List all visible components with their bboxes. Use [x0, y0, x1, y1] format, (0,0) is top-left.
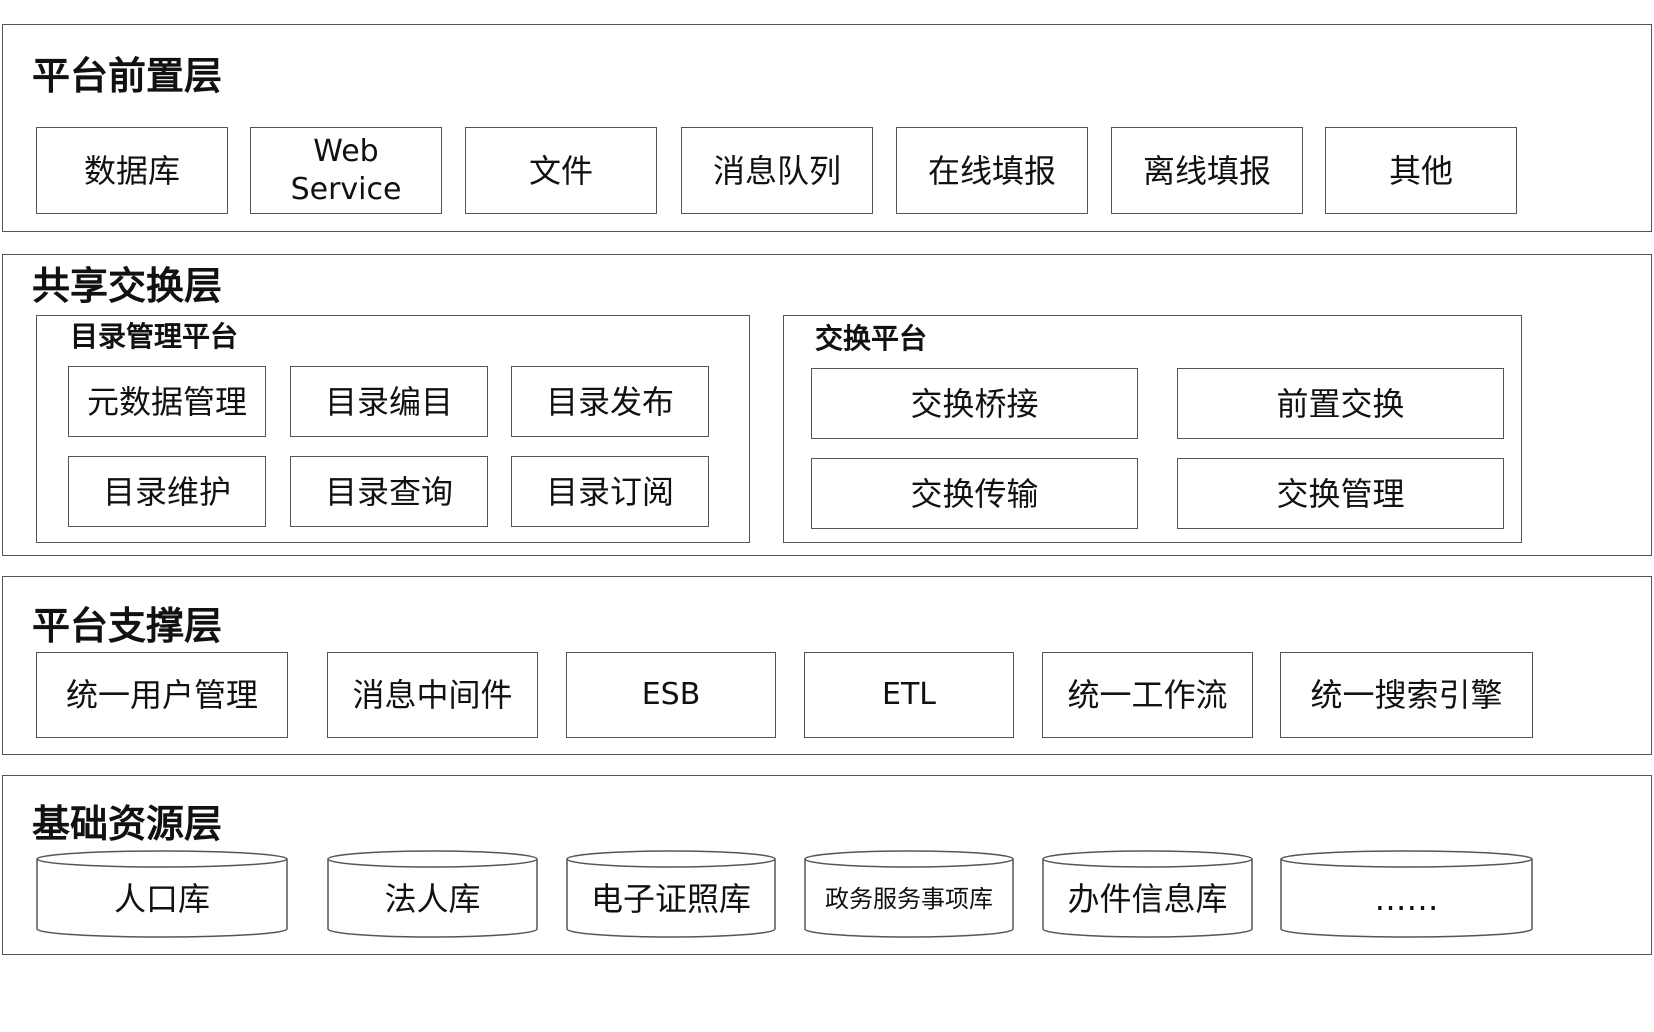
resource-db-legal-person-label: 法人库	[384, 880, 481, 918]
support-item-etl: ETL	[804, 652, 1014, 738]
database-cylinder-icon	[1280, 850, 1533, 938]
database-cylinder-icon	[1042, 850, 1253, 938]
front-item-offline-report: 离线填报	[1111, 127, 1303, 214]
front-item-message-queue: 消息队列	[681, 127, 873, 214]
database-cylinder-icon	[327, 850, 538, 938]
catalog-item-metadata: 元数据管理	[68, 366, 266, 437]
catalog-item-cataloging: 目录编目	[290, 366, 488, 437]
support-item-user-mgmt: 统一用户管理	[36, 652, 288, 738]
resource-db-service-items-label: 政务服务事项库	[825, 885, 993, 913]
support-item-workflow: 统一工作流	[1042, 652, 1253, 738]
front-layer-title: 平台前置层	[32, 54, 223, 98]
front-item-file: 文件	[465, 127, 657, 214]
swap-item-bridge: 交换桥接	[811, 368, 1138, 439]
resource-layer-title: 基础资源层	[32, 802, 223, 846]
catalog-item-maintain: 目录维护	[68, 456, 266, 527]
catalog-item-query: 目录查询	[290, 456, 488, 527]
database-cylinder-icon	[804, 850, 1014, 938]
resource-db-e-license-label: 电子证照库	[590, 880, 751, 918]
resource-db-legal-person: 法人库	[327, 850, 538, 938]
swap-item-manage: 交换管理	[1177, 458, 1504, 529]
resource-db-case-info-label: 办件信息库	[1067, 880, 1228, 918]
catalog-item-publish: 目录发布	[511, 366, 709, 437]
resource-db-more-label: ……	[1374, 880, 1439, 918]
resource-db-e-license: 电子证照库	[566, 850, 776, 938]
resource-db-population: 人口库	[36, 850, 288, 938]
database-cylinder-icon	[36, 850, 288, 938]
front-item-database: 数据库	[36, 127, 228, 214]
support-item-esb: ESB	[566, 652, 776, 738]
catalog-item-subscribe: 目录订阅	[511, 456, 709, 527]
support-item-middleware: 消息中间件	[327, 652, 538, 738]
exchange-layer-title: 共享交换层	[32, 264, 223, 308]
front-item-web-service-label: Web Service	[290, 133, 402, 207]
support-layer-title: 平台支撑层	[32, 604, 223, 648]
support-item-search-engine: 统一搜索引擎	[1280, 652, 1533, 738]
resource-db-case-info: 办件信息库	[1042, 850, 1253, 938]
resource-db-population-label: 人口库	[113, 880, 210, 918]
swap-item-transfer: 交换传输	[811, 458, 1138, 529]
swap-item-front-exchange: 前置交换	[1177, 368, 1504, 439]
resource-db-service-items: 政务服务事项库	[804, 850, 1014, 938]
resource-db-more: ……	[1280, 850, 1533, 938]
front-item-other: 其他	[1325, 127, 1517, 214]
database-cylinder-icon	[566, 850, 776, 938]
front-item-online-report: 在线填报	[896, 127, 1088, 214]
front-item-web-service: Web Service	[250, 127, 442, 214]
swap-panel-title: 交换平台	[815, 322, 928, 355]
catalog-panel-title: 目录管理平台	[70, 320, 239, 353]
